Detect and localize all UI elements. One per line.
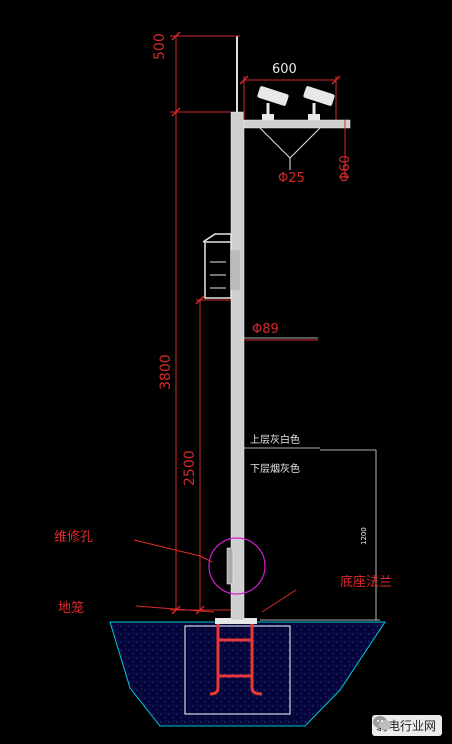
base-flange — [215, 618, 257, 624]
dim-60-label: Φ60 — [338, 155, 353, 182]
dim-1200-lines — [260, 449, 380, 621]
maintenance-hole-label: 维修孔 — [54, 530, 94, 545]
dim-500-label: 500 — [152, 33, 168, 60]
watermark-text: 弱电行业网 — [375, 719, 436, 733]
equipment-box — [202, 233, 240, 299]
dim-89-label: Φ89 — [252, 322, 279, 337]
wechat-icon — [372, 716, 391, 730]
dim-2500-label: 2500 — [182, 450, 198, 486]
dim-600-label: 600 — [272, 62, 297, 77]
foundation — [109, 621, 386, 727]
label-leaders — [133, 539, 297, 613]
ground-cage-label: 地笼 — [58, 601, 85, 616]
maintenance-hole — [208, 537, 266, 595]
watermark: 弱电行业网 — [371, 715, 442, 736]
dimension-ticks — [171, 31, 341, 615]
dim-3800-label: 3800 — [158, 354, 174, 390]
camera-left-icon — [257, 86, 289, 120]
base-flange-label: 底座法兰 — [340, 575, 393, 590]
upper-color-label: 上层灰白色 — [250, 435, 300, 446]
crossarm — [243, 119, 351, 129]
camera-right-icon — [303, 86, 335, 120]
dim-1200-label: 1200 — [360, 527, 368, 545]
lower-color-label: 下层烟灰色 — [250, 464, 300, 475]
dim-25-label: Φ25 — [278, 171, 305, 186]
main-pole — [230, 111, 245, 621]
ground-cage — [209, 622, 263, 696]
phi25-leader — [259, 127, 321, 170]
